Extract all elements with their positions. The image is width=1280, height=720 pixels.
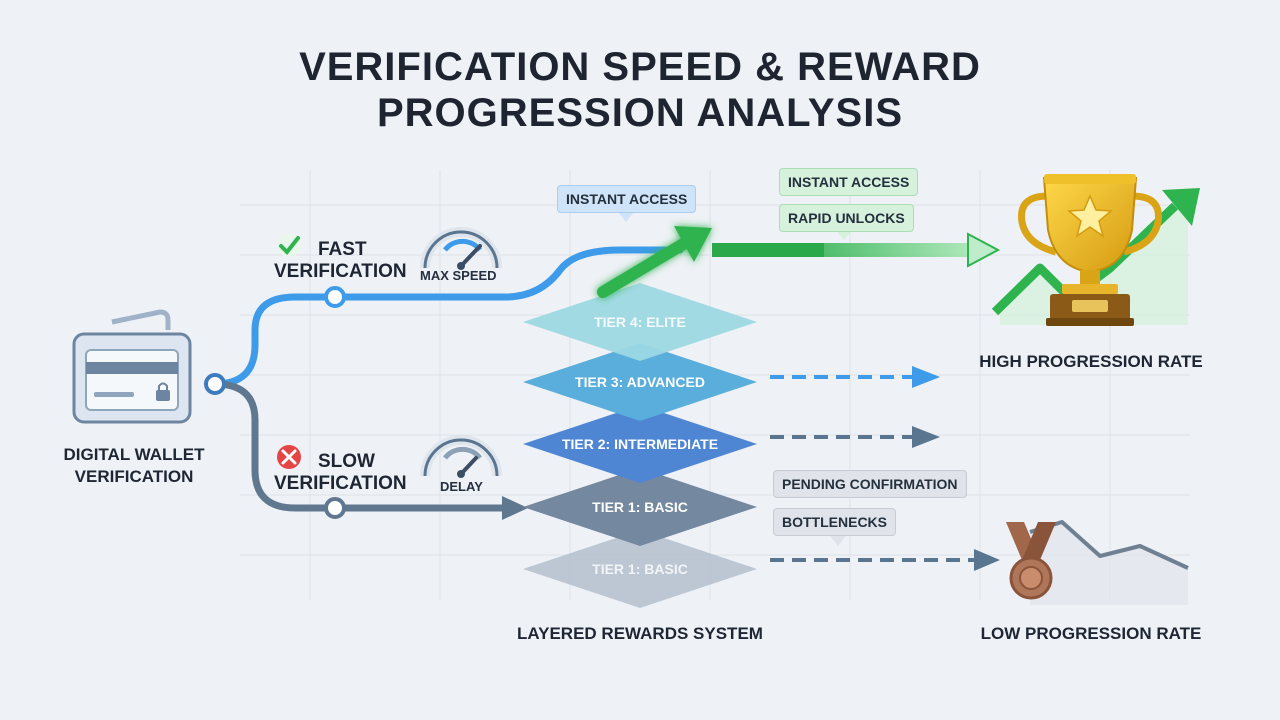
slow-path-line bbox=[211, 380, 509, 512]
callout-tail-instant-access-top bbox=[618, 212, 634, 222]
wallet-label-line-2: VERIFICATION bbox=[74, 467, 194, 486]
slow-label-line-2: VERIFICATION bbox=[274, 473, 407, 494]
tier-2-intermediate-layer bbox=[523, 405, 757, 483]
instant-access-arrow bbox=[712, 232, 1001, 268]
max-speed-label: MAX SPEED bbox=[420, 268, 497, 283]
check-icon bbox=[277, 233, 301, 257]
tier-3-label: TIER 3: ADVANCED bbox=[575, 374, 705, 390]
slow-label-line-1: SLOW bbox=[318, 451, 375, 472]
speed-gauge-icon bbox=[420, 227, 502, 270]
wallet-label: DIGITAL WALLET VERIFICATION bbox=[44, 444, 224, 488]
origin-node bbox=[204, 373, 226, 395]
tier-1-label: TIER 1: BASIC bbox=[592, 499, 688, 515]
tier-2-label: TIER 2: INTERMEDIATE bbox=[561, 436, 719, 452]
trophy-icon bbox=[1018, 174, 1162, 326]
slow-path-node bbox=[324, 497, 346, 519]
rewards-system-label: LAYERED REWARDS SYSTEM bbox=[517, 624, 763, 643]
tier-4-elite-layer bbox=[523, 283, 757, 361]
slow-path-arrowhead bbox=[502, 496, 528, 520]
callout-instant-access-top: INSTANT ACCESS bbox=[557, 185, 697, 213]
fast-path-line bbox=[211, 246, 684, 388]
wallet-label-line-1: DIGITAL WALLET bbox=[63, 445, 205, 464]
wallet-card-icon bbox=[72, 309, 192, 424]
tier-3-advanced-layer bbox=[523, 343, 757, 421]
title-line-1: VERIFICATION SPEED & REWARD bbox=[299, 45, 981, 89]
callout-tail-bottlenecks bbox=[830, 536, 846, 546]
callout-instant-access: INSTANT ACCESS bbox=[779, 168, 919, 196]
delay-gauge-icon bbox=[420, 435, 502, 478]
title-line-2: PROGRESSION ANALYSIS bbox=[376, 91, 904, 135]
fast-label-line-2: VERIFICATION bbox=[274, 261, 407, 282]
high-progression-label: HIGH PROGRESSION RATE bbox=[979, 352, 1203, 371]
fast-label-line-1: FAST bbox=[318, 239, 367, 260]
tier-1-dashed-arrow bbox=[770, 549, 1000, 571]
x-icon bbox=[277, 445, 301, 469]
declining-trend-icon bbox=[1029, 520, 1189, 605]
fast-path-node bbox=[324, 286, 346, 308]
tier-stack bbox=[523, 283, 757, 608]
callout-pending-confirmation: PENDING CONFIRMATION bbox=[773, 470, 967, 498]
tier-3-dashed-arrow bbox=[770, 366, 940, 388]
tier-1-basic-lower-layer bbox=[523, 530, 757, 608]
tier-2-dashed-arrow bbox=[770, 426, 940, 448]
delay-label: DELAY bbox=[440, 479, 483, 494]
tier-1-lower-label: TIER 1: BASIC bbox=[592, 561, 688, 577]
low-progression-label: LOW PROGRESSION RATE bbox=[980, 624, 1202, 643]
callout-rapid-unlocks: RAPID UNLOCKS bbox=[779, 204, 914, 232]
medal-icon bbox=[1006, 522, 1056, 600]
fast-progress-arrow bbox=[597, 226, 712, 298]
tier-1-basic-layer bbox=[523, 468, 757, 546]
callout-tail-rapid-unlocks bbox=[836, 230, 852, 240]
callout-bottlenecks: BOTTLENECKS bbox=[773, 508, 896, 536]
tier-4-label: TIER 4: ELITE bbox=[594, 314, 686, 330]
